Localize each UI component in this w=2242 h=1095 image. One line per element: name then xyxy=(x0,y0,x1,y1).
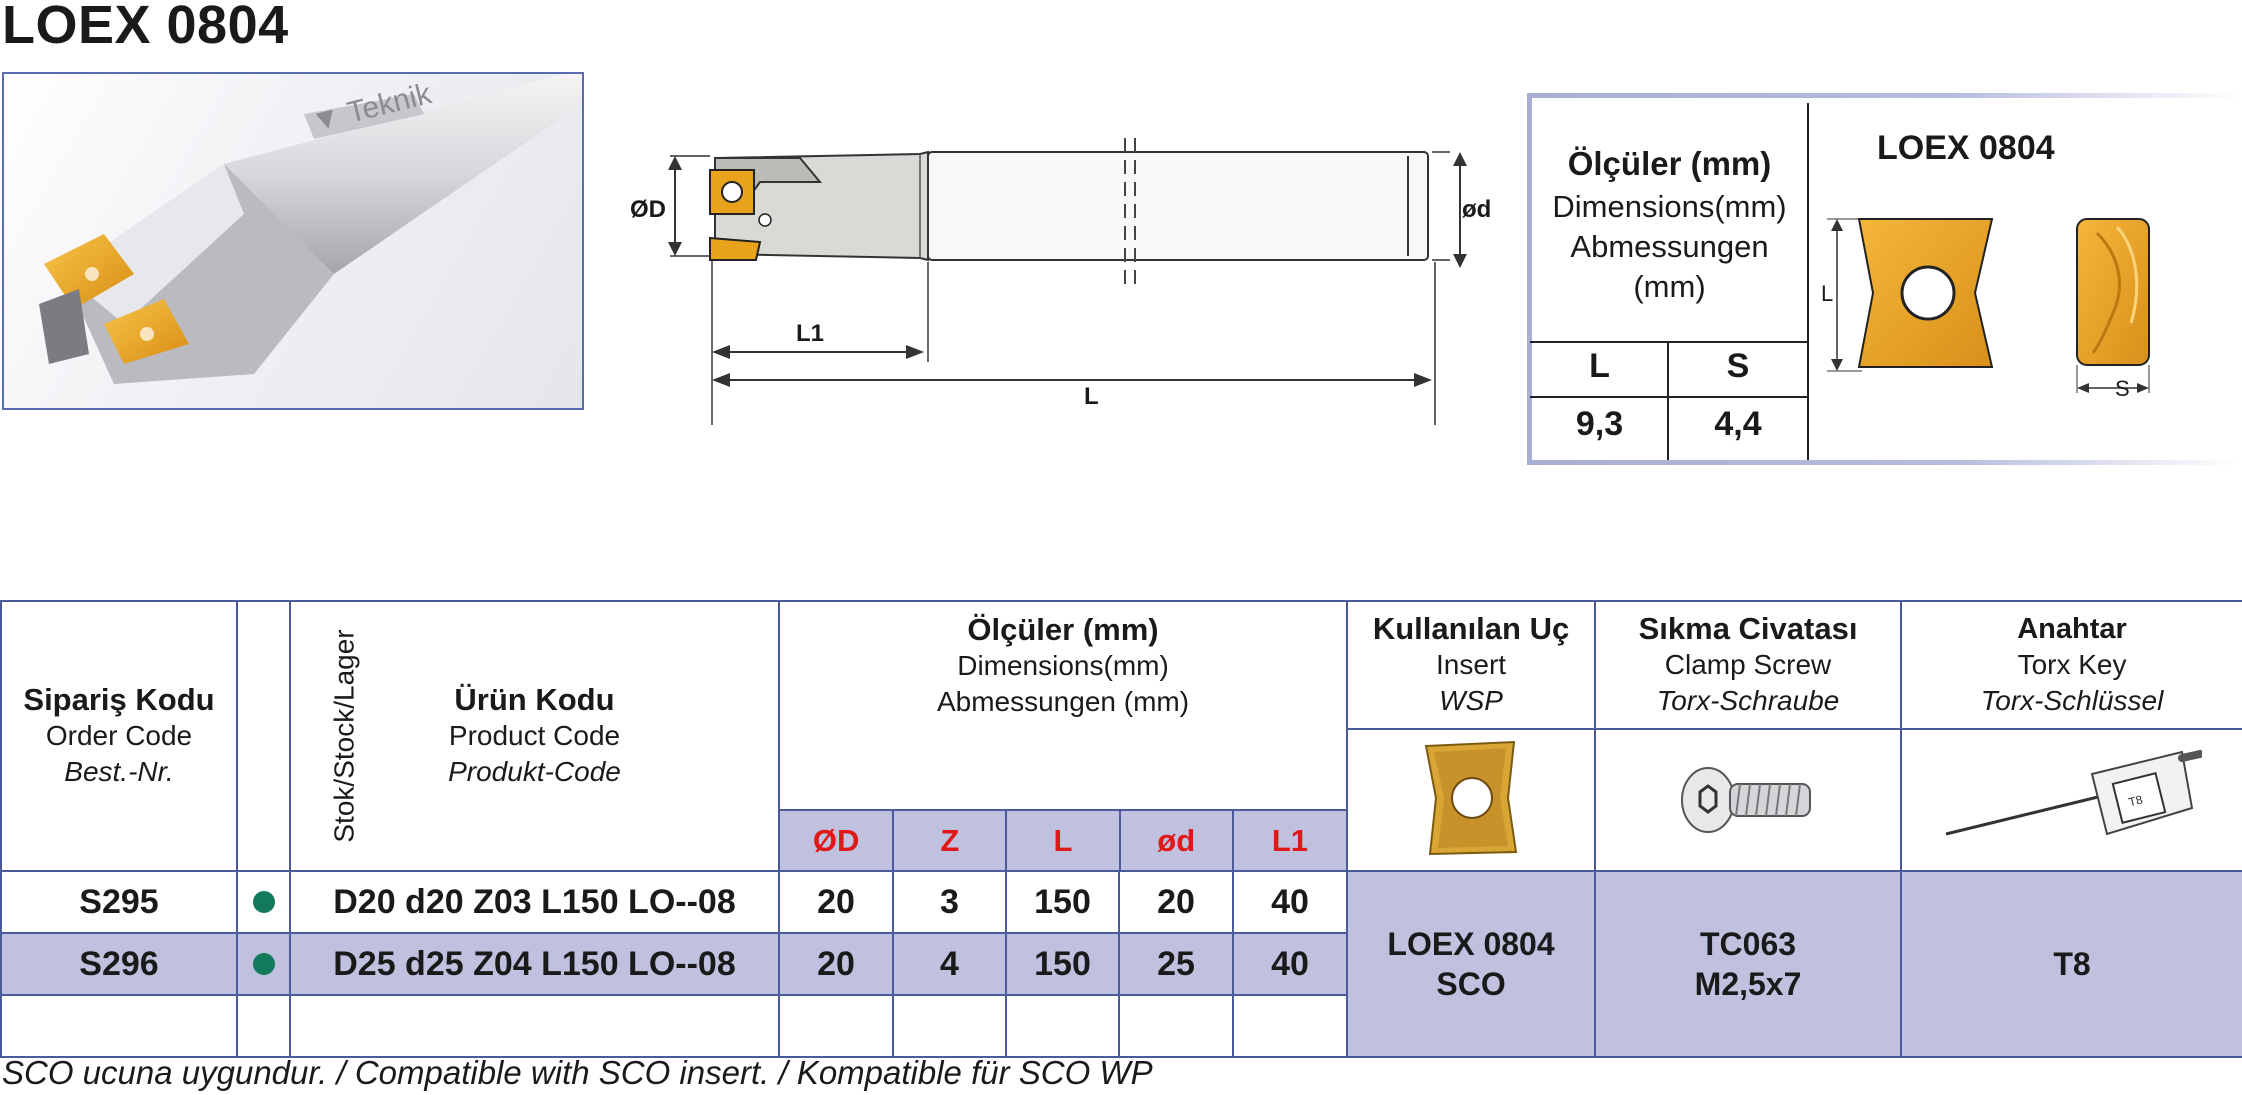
dim-subheader-wrap: ØD Z L ød L1 xyxy=(777,729,1349,872)
dim-heading-en: Dimensions(mm) xyxy=(1552,189,1787,224)
row-Z: 3 xyxy=(892,870,1007,934)
insert-label-L: L xyxy=(1821,281,1834,306)
dim-col-L: L xyxy=(1589,347,1610,385)
page-title: LOEX 0804 xyxy=(2,0,289,55)
dim-heading-de-unit: (mm) xyxy=(1633,269,1706,304)
row-d: 25 xyxy=(1118,932,1234,996)
footnote: SCO ucuna uygundur. / Compatible with SC… xyxy=(2,1054,1153,1091)
row-L: 150 xyxy=(1005,932,1120,996)
header-torx-key: Anahtar Torx Key Torx-Schlüssel xyxy=(1900,600,2242,730)
d-dimension-arrows xyxy=(1453,152,1467,268)
subheader-Z: Z xyxy=(892,809,1007,870)
key-value: T8 xyxy=(1900,870,2242,1058)
screw-icon xyxy=(1681,766,1812,833)
insert-value: LOEX 0804 SCO xyxy=(1346,870,1597,1058)
subheader-L: L xyxy=(1005,809,1120,870)
row-order-code: S295 xyxy=(0,870,238,934)
technical-drawing xyxy=(668,138,1450,425)
label-L1: L1 xyxy=(796,320,825,347)
torx-key-icon: T8 xyxy=(1945,749,2205,835)
screw-image-cell xyxy=(1594,728,1903,872)
dim-heading-de: Abmessungen xyxy=(1570,229,1769,264)
subheader-L1: L1 xyxy=(1231,809,1347,870)
subheader-d: ød xyxy=(1118,809,1233,870)
insert-icon xyxy=(1424,740,1518,855)
dim-val-S: 4,4 xyxy=(1714,405,1762,443)
stock-indicator xyxy=(236,932,291,996)
stock-dot-icon xyxy=(252,891,275,913)
row-product-code: D20 d20 Z03 L150 LO--08 xyxy=(289,870,780,934)
key-image-cell: T8 xyxy=(1900,728,2242,872)
row-L: 150 xyxy=(1005,870,1120,934)
header-dimensions: Ölçüler (mm) Dimensions(mm) Abmessungen … xyxy=(777,600,1349,729)
header-insert: Kullanılan Uç Insert WSP xyxy=(1346,600,1597,730)
insert-title: LOEX 0804 xyxy=(1877,129,2055,167)
label-L: L xyxy=(1084,383,1099,410)
insert-drawing xyxy=(1827,218,2150,393)
dim-val-L: 9,3 xyxy=(1575,405,1624,443)
header-stock: Stok/Stock/Lager xyxy=(236,600,360,872)
screw-value: TC063 M2,5x7 xyxy=(1594,870,1903,1058)
row-d: 20 xyxy=(1118,870,1234,934)
row-product-code: D25 d25 Z04 L150 LO--08 xyxy=(289,932,780,996)
insert-image-cell xyxy=(1346,728,1597,872)
table-row: S295 D20 d20 Z03 L150 LO--08 20 3 150 20… xyxy=(0,870,2242,1058)
product-photo: ▼ Teknik xyxy=(2,72,584,410)
dim-col-S: S xyxy=(1726,347,1750,385)
header-product-code: Ürün Kodu Product Code Produkt-Code xyxy=(289,600,780,872)
row-L1: 40 xyxy=(1231,932,1349,996)
key-marking: T8 xyxy=(2127,792,2144,809)
row-order-code: S296 xyxy=(0,932,238,996)
dimensions-panel: Ölçüler (mm) Dimensions(mm) Abmessungen … xyxy=(1527,93,2240,465)
row-Z: 4 xyxy=(892,932,1007,996)
header-order-code: Sipariş Kodu Order Code Best.-Nr. xyxy=(0,600,238,872)
product-table: Sipariş Kodu Order Code Best.-Nr. Stok/S… xyxy=(0,600,2242,1058)
stock-dot-icon xyxy=(252,953,275,975)
dim-heading-tr: Ölçüler (mm) xyxy=(1567,145,1772,182)
table-row-empty xyxy=(0,994,2242,1058)
row-D: 20 xyxy=(778,870,894,934)
label-D: ØD xyxy=(630,196,666,223)
insert-side-view xyxy=(2076,218,2150,366)
row-L1: 40 xyxy=(1231,870,1349,934)
label-d: ød xyxy=(1462,196,1492,223)
subheader-D: ØD xyxy=(780,809,894,870)
row-D: 20 xyxy=(778,932,894,996)
end-mill-photo: ▼ Teknik xyxy=(39,74,582,384)
stock-indicator xyxy=(236,870,291,934)
insert-label-S: S xyxy=(2115,376,2130,401)
header-clamp-screw: Sıkma Civatası Clamp Screw Torx-Schraube xyxy=(1594,600,1903,730)
